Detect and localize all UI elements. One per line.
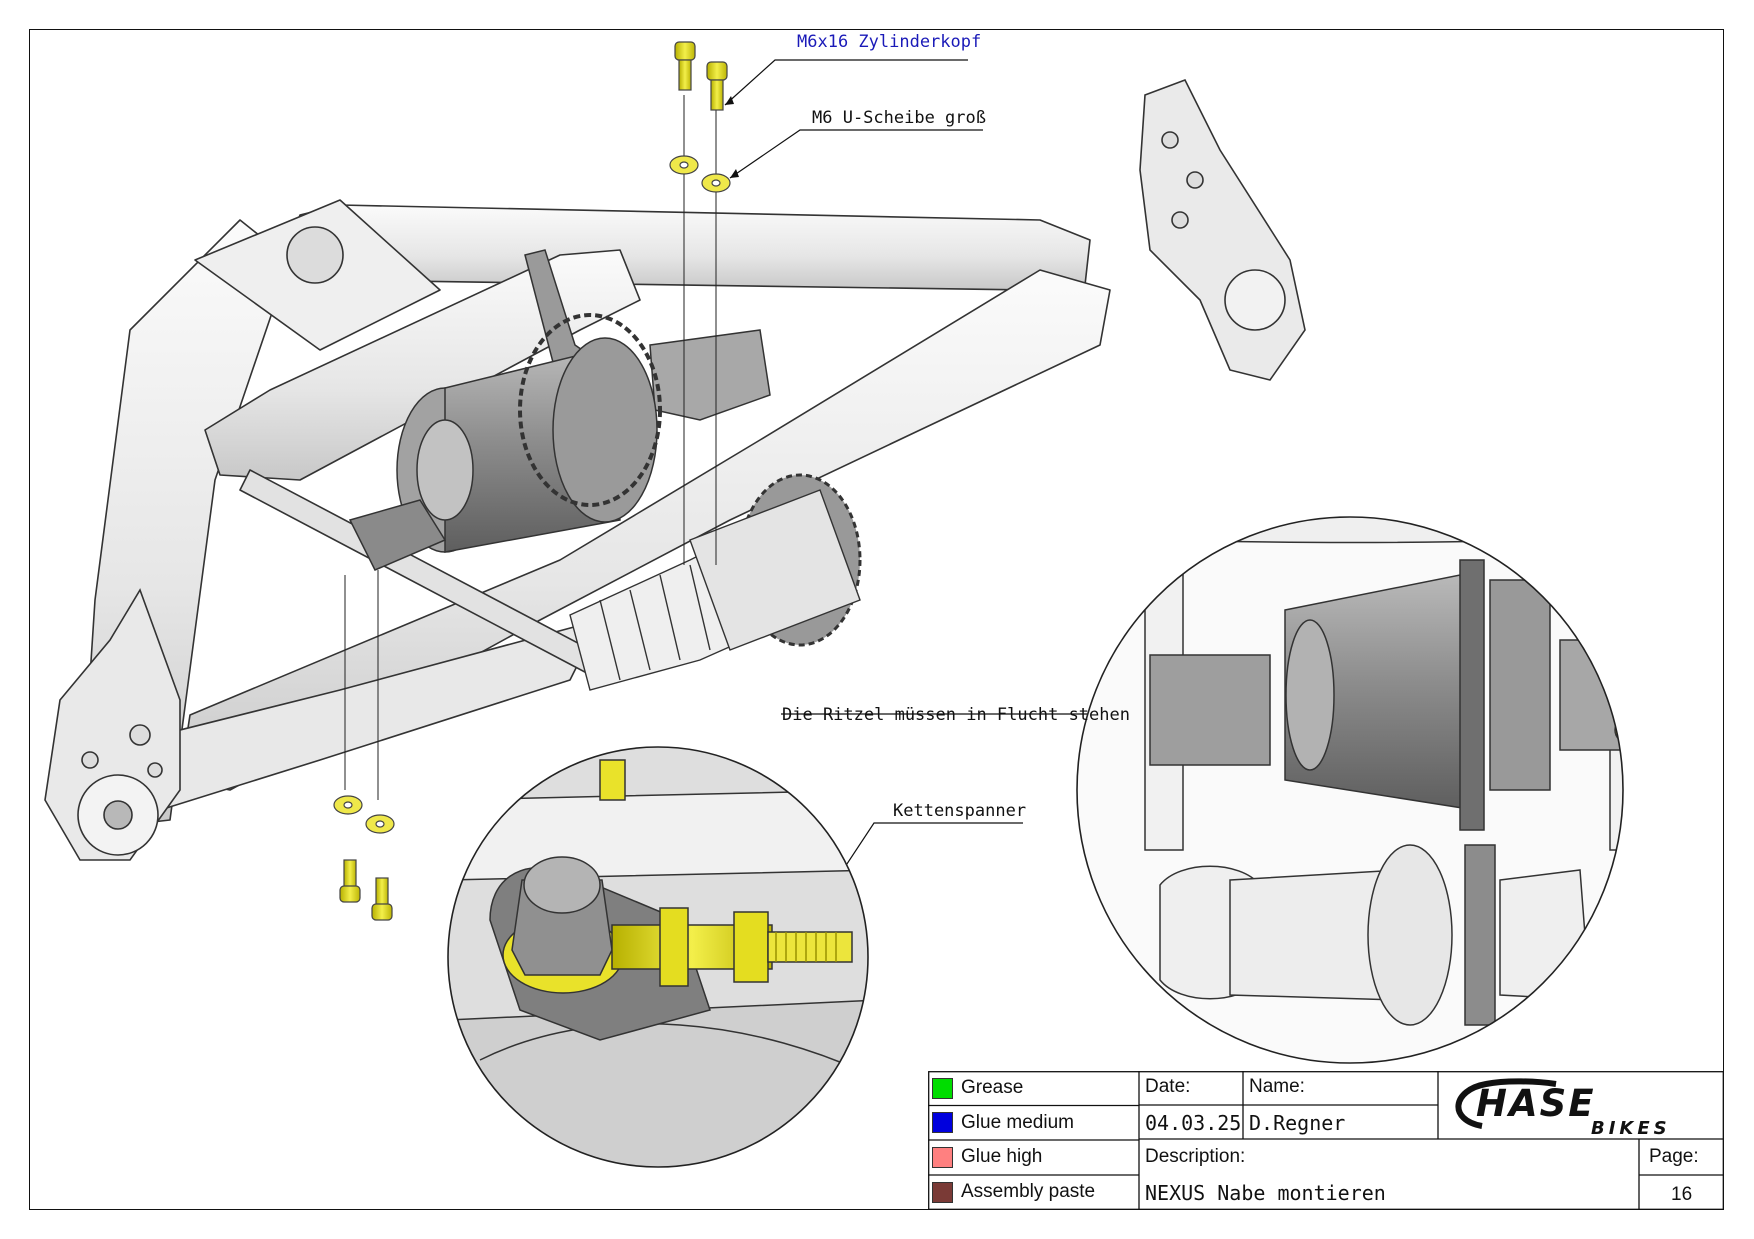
callout-bolt-label: M6x16 Zylinderkopf	[797, 32, 982, 52]
bellows	[569, 489, 861, 691]
legend-item-assembly-paste: Assembly paste	[928, 1175, 1138, 1210]
date-value: 04.03.25	[1145, 1111, 1242, 1135]
logo-word-bikes: BIKES	[1591, 1118, 1671, 1136]
glue-medium-swatch	[932, 1112, 953, 1134]
legend-label: Glue high	[961, 1146, 1043, 1168]
drawing-sheet-border	[29, 29, 1724, 1210]
bolts-top	[669, 41, 731, 193]
hase-bikes-logo: HASE BIKES	[1455, 1078, 1671, 1136]
callout-sprockets-label: Die Ritzel müssen in Flucht stehen	[782, 705, 1130, 725]
nexus-hub	[348, 337, 658, 571]
grease-swatch	[932, 1077, 953, 1099]
legend-label: Assembly paste	[961, 1181, 1096, 1203]
legend-label: Glue medium	[961, 1111, 1074, 1133]
callout-tensioner-label: Kettenspanner	[893, 801, 1027, 821]
detail-circle-sprockets	[1076, 516, 1624, 1064]
legend-item-grease: Grease	[928, 1071, 1138, 1106]
legend-item-glue-high: Glue high	[928, 1140, 1138, 1175]
page-label: Page:	[1649, 1146, 1699, 1167]
right-dropout	[1139, 78, 1306, 381]
title-block: Grease Glue medium Glue high Assembly pa…	[928, 1071, 1724, 1210]
description-value: NEXUS Nabe montieren	[1145, 1181, 1386, 1205]
legend-label: Grease	[961, 1077, 1024, 1099]
bolts-bottom	[333, 795, 395, 921]
logo-word-hase: HASE	[1476, 1082, 1596, 1125]
assembly-paste-swatch	[932, 1181, 953, 1203]
page-number: 16	[1671, 1184, 1693, 1205]
legend-item-glue-medium: Glue medium	[928, 1106, 1138, 1141]
name-label: Name:	[1249, 1076, 1305, 1097]
callout-washer-label: M6 U-Scheibe groß	[812, 108, 986, 128]
left-dropout	[44, 588, 181, 861]
title-block-grid	[928, 1071, 1724, 1210]
name-value: D.Regner	[1249, 1111, 1346, 1135]
date-label: Date:	[1145, 1076, 1191, 1097]
glue-high-swatch	[932, 1146, 953, 1168]
detail-circle-tensioner	[447, 746, 869, 1168]
description-label: Description:	[1145, 1146, 1246, 1167]
